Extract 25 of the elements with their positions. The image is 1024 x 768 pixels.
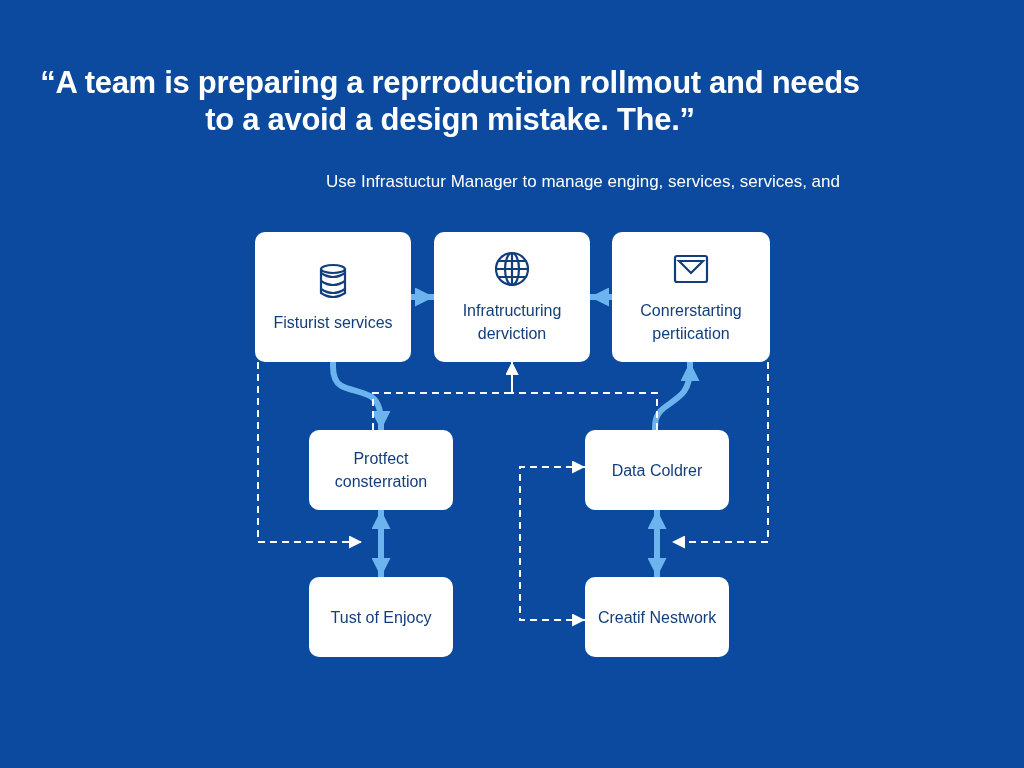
box-label: Creatif Nestwork [596, 607, 718, 628]
subtitle: Use Infrastuctur Manager to manage enging, services, services, and [324, 172, 840, 192]
process-box [612, 232, 770, 362]
process-box [255, 232, 411, 362]
title: “A team is preparing a reprroduction rollmout and needs to a avoid a design mistake. The.” [40, 64, 860, 138]
process-box [309, 577, 453, 657]
box-label: Fisturist services [272, 312, 394, 333]
dashed-arrow [519, 460, 586, 627]
process-box [585, 577, 729, 657]
box-label: Protfect consterration [333, 449, 429, 492]
arrow [371, 510, 391, 577]
process-box [309, 430, 453, 510]
arrow [652, 362, 700, 430]
box-label: Infratructuring derviction [461, 301, 563, 344]
box-label: Tust of Enjocy [329, 607, 433, 628]
box-label: Conrerstarting pertiication [639, 301, 743, 344]
process-box [434, 232, 590, 362]
dashed-arrow [505, 361, 658, 431]
arrow [590, 287, 612, 307]
arrow [647, 510, 667, 577]
box-label: Data Coldrer [610, 460, 704, 481]
dashed-arrow [671, 361, 769, 549]
process-box [585, 430, 729, 510]
arrow [411, 287, 434, 307]
dashed-arrow [257, 361, 363, 549]
